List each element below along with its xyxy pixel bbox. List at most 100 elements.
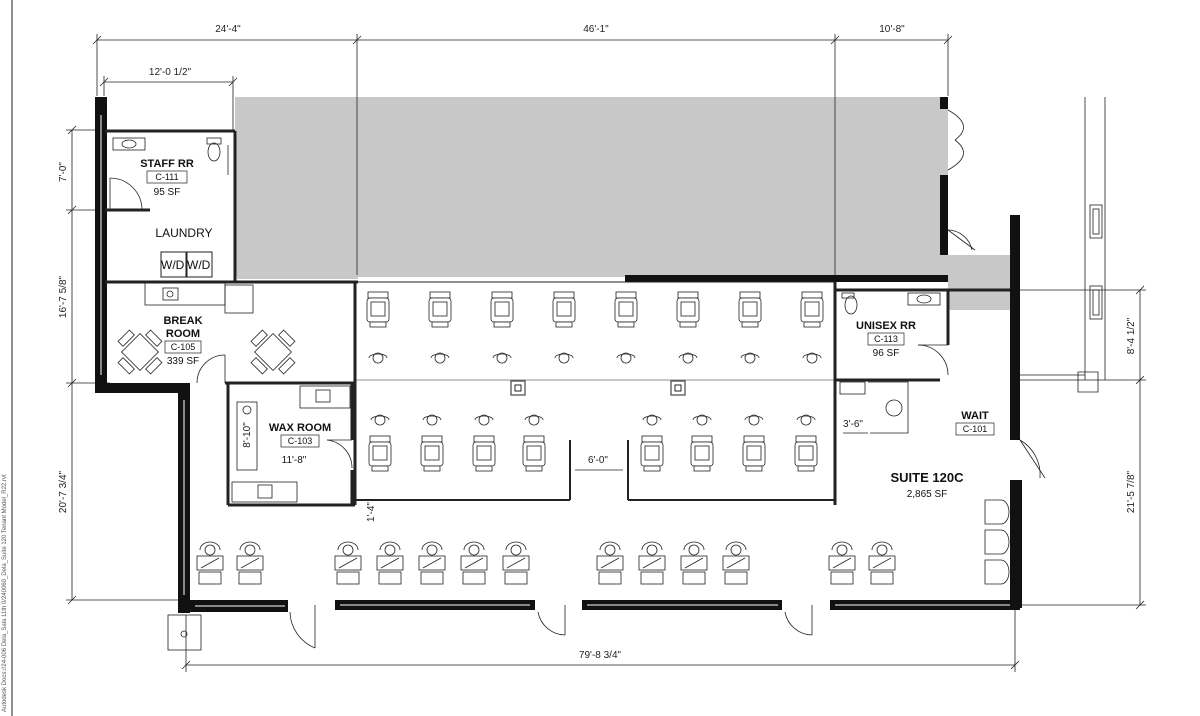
station-chair-top (738, 291, 762, 328)
manicure-desk (502, 541, 530, 585)
right-structure (1020, 97, 1106, 393)
dim-top-mid: 46'-1" (583, 24, 609, 35)
manicure-desk (868, 541, 896, 585)
suite-area: 2,865 SF (907, 489, 948, 500)
wait-chairs (984, 499, 1010, 585)
washer-dryer (160, 251, 213, 278)
dim-wax-height: 8'-10" (242, 422, 253, 448)
stylist-stool-lower (642, 414, 662, 426)
break-room-name-1: BREAK (163, 315, 202, 327)
stylist-stool-top (368, 352, 388, 364)
dimensions-bottom (181, 610, 1020, 672)
unisex-rr-name: UNISEX RR (856, 320, 916, 332)
manicure-desk (236, 541, 264, 585)
stylist-stool-lower (692, 414, 712, 426)
stylist-stool-lower (744, 414, 764, 426)
manicure-desk (376, 541, 404, 585)
manicure-desk (722, 541, 750, 585)
stylist-stool-top (802, 352, 822, 364)
station-chair-lower (742, 435, 766, 472)
stylist-stool-lower (796, 414, 816, 426)
shaded-area-vestibule (948, 255, 1012, 310)
nail-desks (196, 541, 896, 585)
unisex-rr-area: 96 SF (873, 348, 900, 359)
stylist-stool-lower (474, 414, 494, 426)
staff-laundry-clear (105, 97, 235, 279)
dim-wait-door: 3'-6" (843, 419, 863, 430)
station-chair-lower (690, 435, 714, 472)
station-chair-top (552, 291, 576, 328)
dim-left-lower: 20'-7 3/4" (58, 470, 69, 513)
manicure-desk (460, 541, 488, 585)
wax-room-code: C-103 (288, 436, 313, 446)
file-path-note: Autodesk Docs://24-006 Dela_Sala 11th 0/… (2, 474, 8, 712)
staff-rr-code: C-111 (155, 172, 178, 182)
stylist-stool-top (430, 352, 450, 364)
exterior-pedestal (167, 614, 202, 651)
stylist-stool-top (678, 352, 698, 364)
unisex-rr-tag-box (867, 332, 905, 346)
station-chair-top (366, 291, 390, 328)
wd-label-1: W/D (161, 258, 185, 272)
break-room-area: 339 SF (167, 356, 199, 367)
station-chair-lower (368, 435, 392, 472)
stylist-stool-top (740, 352, 760, 364)
station-chair-lower (640, 435, 664, 472)
stylist-stool-lower (422, 414, 442, 426)
unisex-rr-code: C-113 (874, 334, 898, 344)
manicure-desk (638, 541, 666, 585)
suite-name: SUITE 120C (891, 470, 965, 485)
wax-room-tag-box (280, 434, 320, 448)
partitions (105, 129, 1010, 507)
stylist-stool-top (616, 352, 636, 364)
manicure-desk (596, 541, 624, 585)
dim-left-mid: 16'-7 5/8" (58, 275, 69, 318)
manicure-desk (680, 541, 708, 585)
dimensions-top (92, 34, 953, 275)
station-chair-lower (522, 435, 546, 472)
break-room-tag-box (164, 340, 202, 354)
stylist-stool-top (554, 352, 574, 364)
manicure-desk (828, 541, 856, 585)
salon-stations (366, 291, 824, 472)
wait-code: C-101 (963, 424, 988, 434)
dim-left-upper: 7'-0" (58, 162, 69, 182)
station-chair-top (614, 291, 638, 328)
stylist-stool-lower (524, 414, 544, 426)
station-chair-top (428, 291, 452, 328)
stylist-stool-top (492, 352, 512, 364)
staff-rr-name: STAFF RR (140, 158, 194, 170)
station-chair-lower (794, 435, 818, 472)
wax-room-fixtures (231, 385, 351, 503)
manicure-desk (334, 541, 362, 585)
break-room-code: C-105 (171, 342, 196, 352)
laundry-name: LAUNDRY (155, 226, 212, 240)
wait-tag-box (955, 422, 995, 436)
dim-right-lower: 21'-5 7/8" (1126, 470, 1137, 513)
left-windows (100, 115, 185, 595)
staff-rr-fixtures (112, 137, 229, 175)
unisex-rr-fixtures (839, 292, 941, 395)
wax-room-name: WAX ROOM (269, 422, 331, 434)
station-partitions (355, 281, 835, 501)
dim-right-upper: 8'-4 1/2" (1126, 317, 1137, 354)
dim-top-left: 24'-4" (215, 24, 241, 35)
manicure-desk (418, 541, 446, 585)
staff-rr-area: 95 SF (154, 187, 181, 198)
reception-desk (843, 381, 909, 434)
break-room-counter (144, 282, 254, 314)
dim-top-right: 10'-8" (879, 24, 905, 35)
stylist-stool-lower (370, 414, 390, 426)
dim-wax-width: 11'-8" (282, 455, 307, 466)
dim-small-gap: 1'-4" (366, 502, 377, 522)
station-chair-lower (472, 435, 496, 472)
dim-staff-width: 12'-0 1/2" (149, 67, 192, 78)
dimensions-right (1010, 285, 1146, 610)
pillars (510, 380, 686, 396)
bottom-windows (195, 604, 1010, 607)
station-chair-top (676, 291, 700, 328)
break-room-name-2: ROOM (166, 328, 200, 340)
doors (109, 109, 1046, 649)
manicure-desk (196, 541, 224, 585)
